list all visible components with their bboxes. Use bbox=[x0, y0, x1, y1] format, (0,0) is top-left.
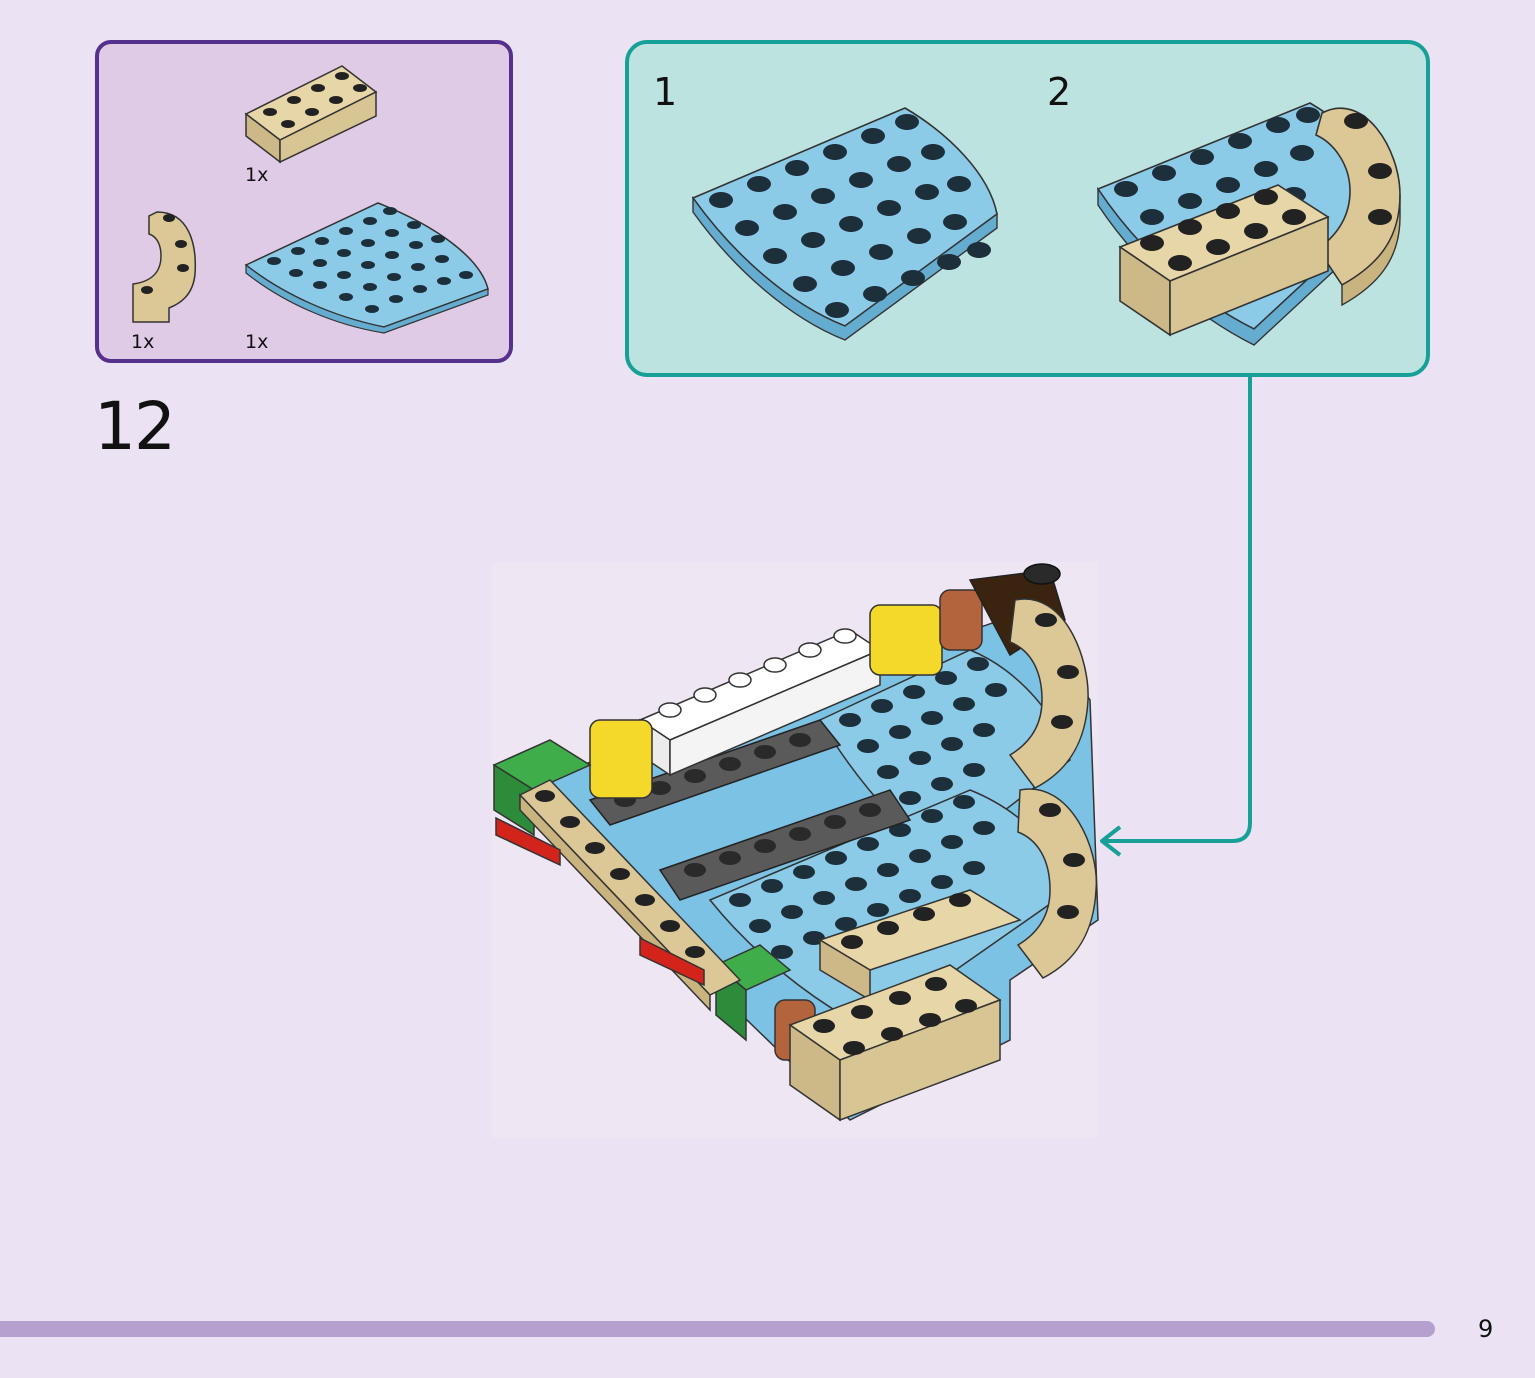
tan-arch-brick-icon bbox=[132, 211, 197, 323]
quantity-label: 1x bbox=[245, 164, 269, 186]
callout-arrow bbox=[1100, 375, 1252, 857]
substep-2-assembly-illustration bbox=[1096, 102, 1401, 346]
main-model-illustration bbox=[492, 562, 1099, 1138]
footer-bar bbox=[0, 1321, 1435, 1337]
tan-2x4-brick-icon bbox=[244, 65, 378, 164]
substep-number: 1 bbox=[653, 70, 678, 114]
substep-1-plate-illustration bbox=[691, 107, 998, 341]
blue-quarter-round-plate-icon bbox=[244, 202, 489, 334]
step-number: 12 bbox=[94, 388, 176, 465]
page-number: 9 bbox=[1478, 1315, 1494, 1343]
substep-box: 1 2 bbox=[625, 40, 1430, 377]
quantity-label: 1x bbox=[245, 331, 269, 353]
parts-list-box: 1x 1x 1x bbox=[95, 40, 513, 363]
quantity-label: 1x bbox=[131, 331, 155, 353]
substep-number: 2 bbox=[1047, 70, 1072, 114]
